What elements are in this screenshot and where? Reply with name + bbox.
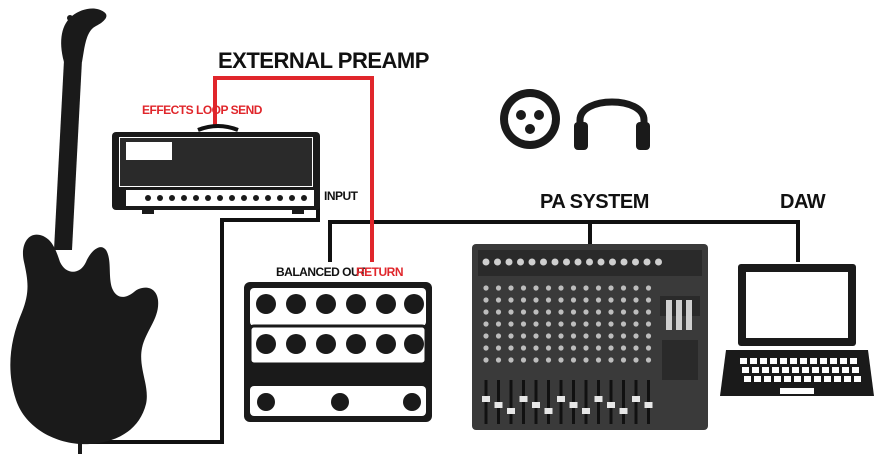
guitar-to-amp-cable (80, 196, 320, 444)
footswitches (256, 294, 424, 411)
pedal-processor (244, 282, 432, 422)
xlr-connector-icon (500, 89, 560, 149)
laptop (720, 264, 874, 396)
electric-guitar (10, 8, 159, 454)
return-label: RETURN (356, 265, 403, 279)
daw-label: DAW (780, 191, 826, 213)
amp-head (112, 124, 320, 214)
pa-system-label: PA SYSTEM (540, 191, 649, 213)
balanced-out-label: BALANCED OUT (276, 265, 367, 279)
balanced-out-cable (328, 220, 800, 262)
external-preamp-label: EXTERNAL PREAMP (218, 48, 429, 73)
cables (80, 76, 800, 444)
headphones-icon (574, 98, 650, 150)
send-return-cable (213, 76, 374, 262)
effects-loop-send-label: EFFECTS LOOP SEND (142, 103, 263, 117)
input-label: INPUT (324, 189, 359, 203)
mixing-console (472, 244, 708, 430)
